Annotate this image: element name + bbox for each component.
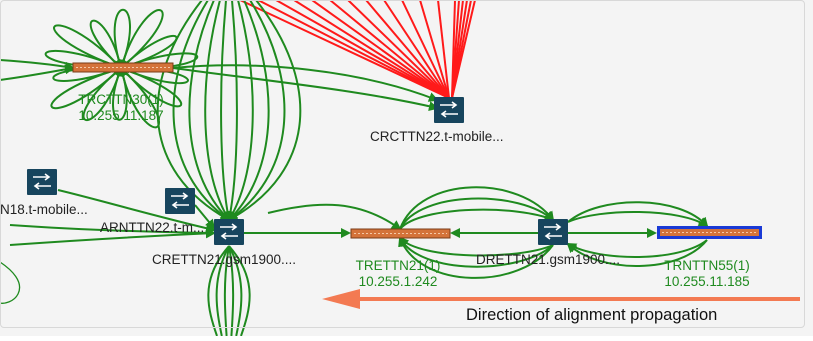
link-edge xyxy=(227,0,286,222)
link-edge xyxy=(293,0,450,99)
link-edge xyxy=(194,204,216,230)
node-label-name: DRETTN21.gsm1900.... xyxy=(476,252,620,267)
node-label-name: TRETTN21(1) xyxy=(356,258,441,273)
router-icon xyxy=(213,218,245,246)
link-edge xyxy=(223,245,230,337)
link-edge xyxy=(228,245,235,337)
link-edge xyxy=(267,203,402,231)
link-edge xyxy=(566,239,708,267)
node-label-ip: 10.255.11.187 xyxy=(78,108,163,123)
link-edge xyxy=(0,59,75,72)
link-edge xyxy=(119,34,178,71)
router-icon xyxy=(537,218,569,246)
link-edge xyxy=(398,236,554,279)
link-edge xyxy=(398,236,554,257)
link-edge xyxy=(119,9,164,70)
node-trnttn55[interactable]: TRNTTN55(1) 10.255.11.185 xyxy=(657,226,762,289)
link-edge xyxy=(399,236,554,268)
router-icon xyxy=(26,168,58,196)
link-edge xyxy=(227,0,270,222)
link-edge xyxy=(567,201,709,228)
link-edge xyxy=(0,64,75,81)
link-edge xyxy=(119,66,183,108)
link-edge xyxy=(9,228,216,246)
link-edge xyxy=(239,0,450,99)
link-edge xyxy=(329,0,450,99)
link-edge xyxy=(225,0,238,222)
node-label-ip: 10.255.11.185 xyxy=(664,274,749,289)
link-edge xyxy=(227,0,302,221)
link-edge xyxy=(275,0,450,99)
propagation-arrow-head-icon xyxy=(322,289,360,309)
node-n18[interactable]: N18.t-mobile... xyxy=(0,168,88,217)
link-edge xyxy=(347,0,450,99)
link-edge xyxy=(82,66,123,121)
link-edge xyxy=(57,189,216,234)
link-edge xyxy=(227,0,254,222)
node-crettn21[interactable]: CRETTN21.gsm1900.... xyxy=(152,218,296,267)
propagation-arrow xyxy=(322,289,800,309)
link-edge xyxy=(437,0,450,99)
link-edge xyxy=(567,210,709,228)
card-icon xyxy=(350,228,451,239)
card-icon xyxy=(660,229,759,236)
green-links xyxy=(0,0,709,337)
node-arnttn22[interactable]: ARNTTN22.t-m... xyxy=(100,187,204,235)
link-edge xyxy=(228,245,243,337)
node-trcttn30[interactable]: TRCTTN30(1) 10.255.11.187 xyxy=(72,62,174,123)
link-edge xyxy=(401,0,450,99)
propagation-caption: Direction of alignment propagation xyxy=(466,306,718,324)
link-edge xyxy=(50,65,123,110)
link-edge xyxy=(9,224,216,238)
link-edge xyxy=(399,197,555,230)
partial-node-outline xyxy=(0,261,21,304)
link-edge xyxy=(257,0,450,99)
node-label-name: ARNTTN22.t-m... xyxy=(100,220,204,235)
link-edge xyxy=(220,0,233,222)
link-edge xyxy=(113,8,131,70)
link-edge xyxy=(215,245,230,337)
link-edge xyxy=(365,0,450,99)
link-edge xyxy=(311,0,450,99)
router-icon xyxy=(164,187,196,215)
link-edge xyxy=(89,19,125,70)
link-edge xyxy=(399,208,555,230)
link-edge xyxy=(383,0,450,99)
card-icon xyxy=(72,62,174,73)
node-drettn21[interactable]: DRETTN21.gsm1900.... xyxy=(476,218,620,267)
node-trettn21[interactable]: TRETTN21(1) 10.255.1.242 xyxy=(350,228,451,289)
node-label-name: N18.t-mobile... xyxy=(0,202,88,217)
link-edge xyxy=(156,0,231,221)
node-label-ip: 10.255.1.242 xyxy=(359,274,438,289)
link-edge xyxy=(204,0,231,222)
link-edge xyxy=(419,0,450,99)
link-edge xyxy=(566,239,708,259)
link-edge xyxy=(172,0,231,222)
node-label-name: CRETTN21.gsm1900.... xyxy=(152,252,296,267)
link-edge xyxy=(451,0,476,99)
alert-links xyxy=(239,0,476,99)
link-edge xyxy=(53,24,123,70)
node-label-name: CRCTTN22.t-mobile... xyxy=(370,129,504,144)
link-edge xyxy=(117,66,160,129)
router-icon xyxy=(433,96,465,124)
link-edge xyxy=(112,66,128,121)
node-crcttn22[interactable]: CRCTTN22.t-mobile... xyxy=(370,96,504,144)
link-edge xyxy=(399,186,555,230)
node-label-name: TRNTTN55(1) xyxy=(664,258,750,273)
node-label-name: TRCTTN30(1) xyxy=(78,92,164,107)
link-edge xyxy=(188,0,231,222)
